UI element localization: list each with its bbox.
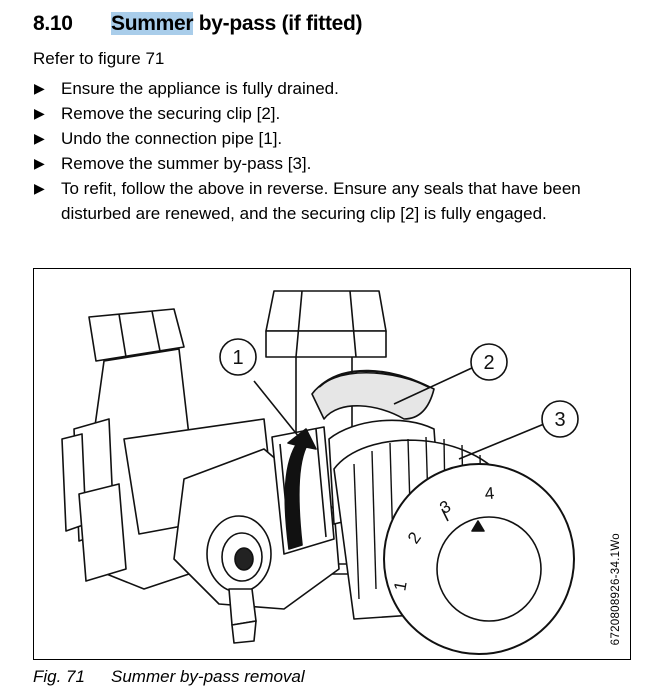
rotation-arrow [284, 428, 317, 550]
step-text: Remove the summer by-pass [3]. [61, 154, 312, 173]
section-heading: 8.10 Summer by-pass (if fitted) [33, 12, 363, 36]
pipe-top-nut [265, 290, 387, 332]
step-text: Undo the connection pipe [1]. [61, 129, 283, 148]
list-item: ▶ Undo the connection pipe [1]. [33, 126, 643, 151]
figure-number: Fig. 71 [33, 667, 85, 686]
list-item: ▶ Remove the securing clip [2]. [33, 101, 643, 126]
callout-label-1: 1 [232, 347, 243, 369]
section-number: 8.10 [33, 12, 73, 35]
list-item: ▶ To refit, follow the above in reverse. … [33, 176, 643, 226]
section-title: by-pass (if fitted) [193, 12, 363, 35]
bullet-icon: ▶ [34, 180, 45, 196]
figure-caption: Fig. 71 Summer by-pass removal [33, 667, 305, 687]
callout-2 [470, 343, 508, 381]
step-text: Remove the securing clip [2]. [61, 104, 281, 123]
knob-scale-4: 4 [484, 484, 495, 504]
figure-id: 6720808926-34.1Wo [610, 532, 622, 645]
callout-2-leader [393, 366, 475, 405]
callout-3 [541, 400, 579, 438]
callout-3-leader [458, 423, 545, 460]
callout-label-3: 3 [554, 409, 565, 431]
figure-71: 1 2 3 1 2 3 4 6720808926-34.1Wo [33, 268, 631, 660]
callout-1 [219, 338, 257, 376]
bypass-diagram: 1 2 3 1 2 3 4 [61, 290, 579, 655]
figure-title: Summer by-pass removal [111, 667, 305, 686]
left-fitting-nut [88, 308, 185, 362]
bullet-icon: ▶ [34, 130, 45, 146]
knob-scale-1: 1 [390, 580, 410, 593]
callout-label-2: 2 [483, 352, 494, 374]
list-item: ▶ Remove the summer by-pass [3]. [33, 151, 643, 176]
section-title-highlight: Summer [111, 12, 194, 35]
figure-reference: Refer to figure 71 [33, 49, 165, 68]
bullet-icon: ▶ [34, 155, 45, 171]
step-text: Ensure the appliance is fully drained. [61, 79, 339, 98]
callout-1-leader [253, 380, 300, 438]
securing-clip [311, 371, 435, 420]
list-item: ▶ Ensure the appliance is fully drained. [33, 76, 643, 101]
bullet-icon: ▶ [34, 105, 45, 121]
bullet-icon: ▶ [34, 80, 45, 96]
instruction-list: ▶Ensure the appliance is fully drained. … [33, 76, 643, 226]
step-text: To refit, follow the above in reverse. E… [61, 179, 581, 223]
